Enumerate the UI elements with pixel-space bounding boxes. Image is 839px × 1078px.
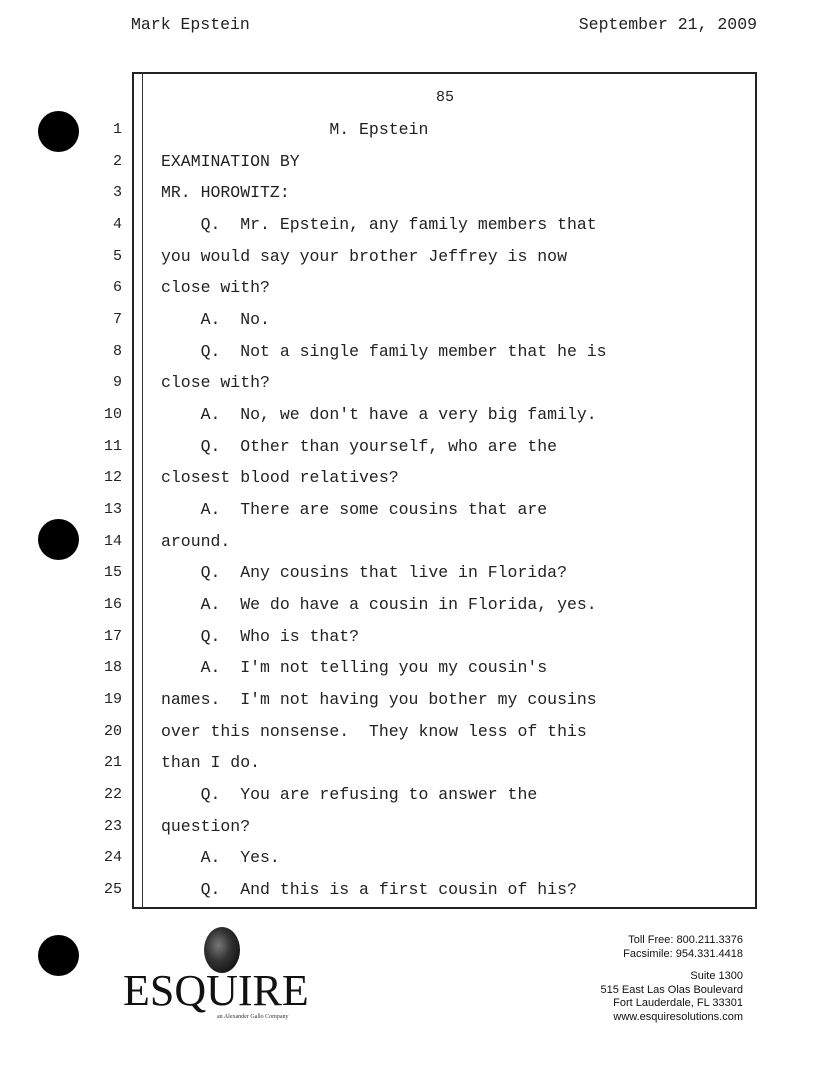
line-number: 5 [112, 247, 122, 265]
line-number: 24 [103, 849, 122, 867]
contact-address: Suite 1300 515 East Las Olas Boulevard F… [601, 970, 743, 1024]
line-number: 4 [112, 216, 122, 233]
line-text: A. We do have a cousin in Florida, yes. [161, 595, 597, 615]
line-text: Q. You are refusing to answer the [161, 785, 538, 805]
line-text: names. I'm not having you bother my cous… [161, 690, 597, 710]
line-text: Q. And this is a first cousin of his? [161, 880, 577, 900]
line-text: Q. Who is that? [161, 626, 360, 646]
witness-name: Mark Epstein [131, 15, 250, 34]
line-number: 25 [103, 881, 122, 899]
line-number: 22 [103, 786, 122, 804]
line-number: 9 [112, 374, 122, 392]
line-number: 1 [112, 121, 122, 138]
line-number: 3 [112, 184, 122, 202]
line-text: closest blood relatives? [161, 468, 399, 488]
website[interactable]: www.esquiresolutions.com [613, 1010, 743, 1023]
facsimile: Facsimile: 954.331.4418 [623, 947, 743, 960]
suite: Suite 1300 [690, 970, 743, 982]
toll-free: Toll Free: 800.211.3376 [628, 934, 743, 946]
line-text: A. No, we don't have a very big family. [161, 405, 597, 425]
line-number: 13 [103, 501, 122, 519]
line-text: close with? [161, 278, 270, 298]
line-text: A. There are some cousins that are [161, 500, 548, 520]
street: 515 East Las Olas Boulevard [600, 983, 743, 996]
line-number: 8 [112, 342, 122, 360]
line-number: 10 [103, 406, 122, 424]
logo-wordmark: ESQUIRE [123, 966, 309, 1015]
line-number: 7 [112, 311, 122, 329]
line-text: Q. Not a single family member that he is [161, 341, 607, 361]
line-text: you would say your brother Jeffrey is no… [161, 246, 567, 266]
line-number: 23 [103, 817, 122, 835]
line-text: Q. Mr. Epstein, any family members that [161, 215, 597, 234]
punch-hole [38, 935, 79, 976]
line-text: A. I'm not telling you my cousin's [161, 658, 548, 678]
line-text: A. No. [161, 310, 270, 330]
deposition-date: September 21, 2009 [578, 15, 757, 34]
line-text: than I do. [161, 753, 261, 773]
transcript-frame [132, 72, 757, 909]
line-text: EXAMINATION BY [161, 151, 300, 171]
city: Fort Lauderdale, FL 33301 [613, 997, 743, 1009]
line-number: 14 [103, 532, 122, 550]
line-number: 19 [103, 691, 122, 709]
line-text: around. [161, 531, 231, 551]
page-number: 85 [435, 89, 454, 106]
line-number: 6 [112, 279, 122, 297]
line-number: 2 [112, 152, 122, 170]
globe-logo-icon [204, 927, 240, 973]
line-text: MR. HOROWITZ: [161, 183, 290, 203]
punch-hole [38, 519, 79, 560]
line-text: over this nonsense. They know less of th… [161, 721, 587, 741]
line-number: 18 [103, 659, 122, 677]
line-text: close with? [161, 373, 270, 393]
line-number: 15 [103, 564, 122, 582]
line-number: 17 [103, 627, 122, 645]
line-number: 16 [103, 596, 122, 614]
logo-tagline: an Alexander Gallo Company [217, 1014, 289, 1020]
line-text: A. Yes. [161, 848, 280, 868]
line-number: 20 [103, 722, 122, 740]
line-text: Q. Any cousins that live in Florida? [161, 563, 567, 583]
margin-line [142, 72, 143, 909]
punch-hole [38, 111, 79, 152]
esquire-logo: ESQUIRE an Alexander Gallo Company [123, 925, 331, 1045]
line-text: Q. Other than yourself, who are the [161, 436, 558, 456]
line-number: 21 [103, 754, 122, 772]
line-text: question? [161, 816, 251, 836]
line-number: 12 [103, 469, 122, 487]
line-text: M. Epstein [161, 120, 429, 139]
line-number: 11 [103, 437, 122, 455]
contact-phones: Toll Free: 800.211.3376 Facsimile: 954.3… [623, 934, 743, 961]
